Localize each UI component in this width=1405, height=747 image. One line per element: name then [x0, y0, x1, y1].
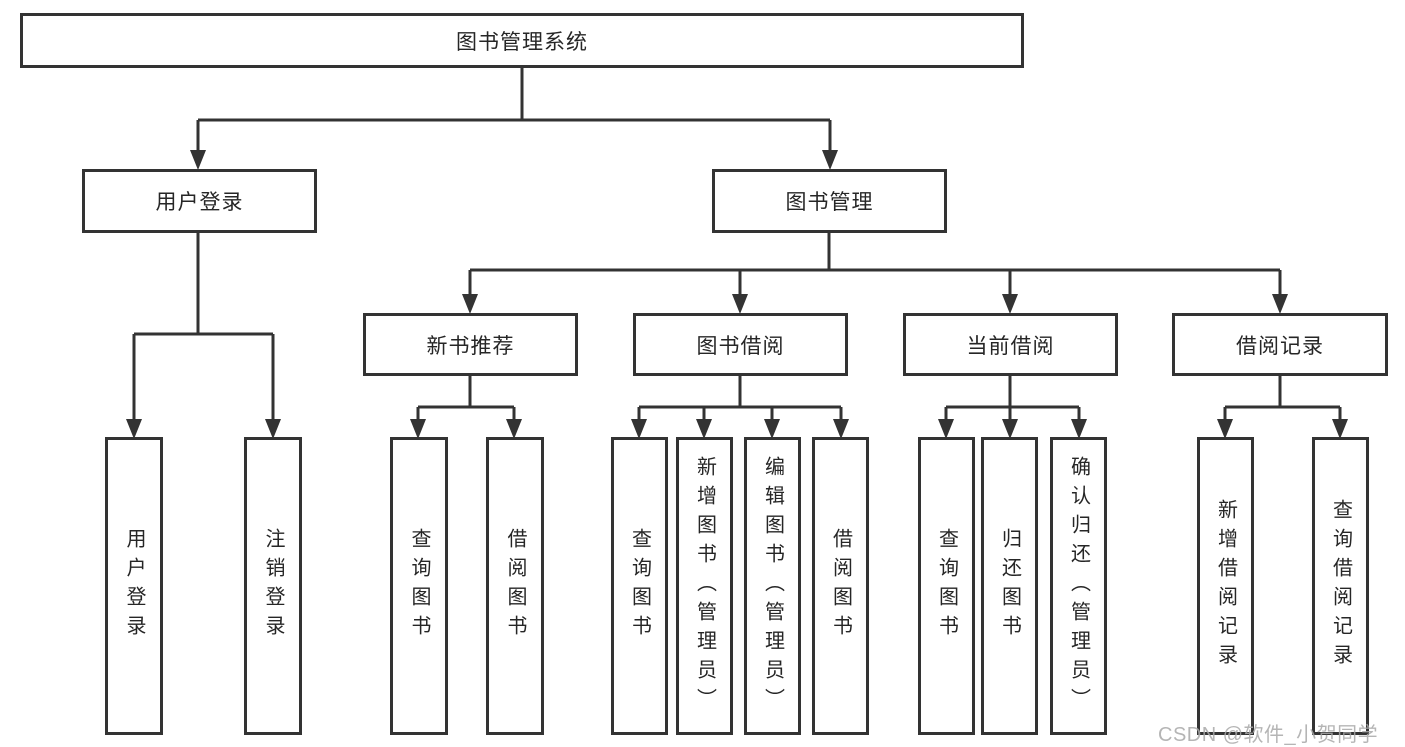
leaf-borrow-query-books: 查询图书	[611, 437, 668, 735]
leaf-recommend-borrow-books: 借阅图书	[486, 437, 544, 735]
node-root-library-system: 图书管理系统	[20, 13, 1024, 68]
leaf-borrow-edit-books-admin: 编辑图书（管理员）	[744, 437, 801, 735]
leaf-record-query-borrow-record: 查询借阅记录	[1312, 437, 1369, 735]
leaf-user-login: 用户登录	[105, 437, 163, 735]
leaf-record-add-borrow-record: 新增借阅记录	[1197, 437, 1254, 735]
leaf-logout-login: 注销登录	[244, 437, 302, 735]
leaf-recommend-query-books: 查询图书	[390, 437, 448, 735]
node-current-borrow: 当前借阅	[903, 313, 1118, 376]
csdn-watermark: CSDN @软件_小贺同学	[1158, 724, 1379, 746]
leaf-current-return-books: 归还图书	[981, 437, 1038, 735]
leaf-current-query-books: 查询图书	[918, 437, 975, 735]
node-new-book-recommend: 新书推荐	[363, 313, 578, 376]
node-user-login: 用户登录	[82, 169, 317, 233]
leaf-current-confirm-return-admin: 确认归还（管理员）	[1050, 437, 1107, 735]
arrowheads	[126, 150, 1348, 439]
leaf-borrow-add-books-admin: 新增图书（管理员）	[676, 437, 733, 735]
leaf-borrow-borrow-books: 借阅图书	[812, 437, 869, 735]
node-borrow-record: 借阅记录	[1172, 313, 1388, 376]
node-book-management: 图书管理	[712, 169, 947, 233]
node-book-borrow: 图书借阅	[633, 313, 848, 376]
